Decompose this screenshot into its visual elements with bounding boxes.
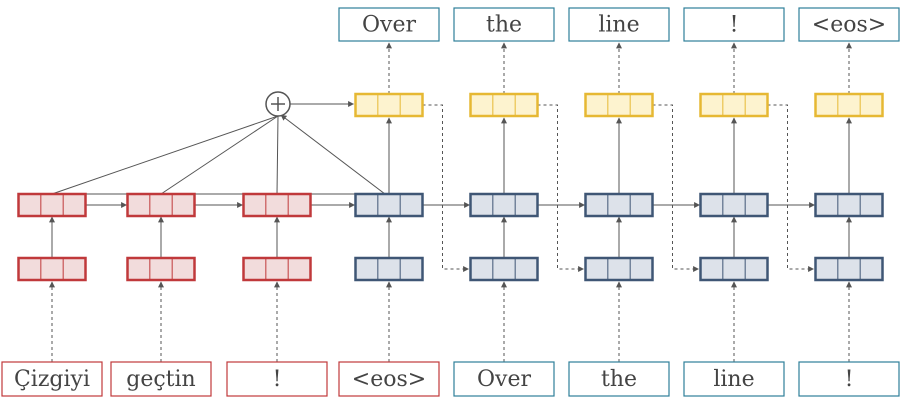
encoder-hidden-cell (126, 192, 196, 218)
attention-output-cell (699, 92, 769, 118)
output-word-box-text: <eos> (812, 13, 886, 38)
decoder-embedding-cell (699, 256, 769, 282)
source-word-box: Çizgiyi (1, 361, 103, 397)
encoder-hidden-cell (17, 192, 87, 218)
output-word-box-text: Over (362, 13, 416, 38)
target-input-word-box-text: line (713, 367, 754, 392)
source-word-box-text: geçtin (126, 367, 195, 392)
circled-plus-icon (265, 91, 291, 117)
output-word-box: the (453, 7, 555, 42)
decoder-hidden-cell (354, 192, 424, 218)
decoder-hidden-cell (469, 192, 539, 218)
target-input-word-box-text: Over (477, 367, 531, 392)
target-input-word-box: Over (453, 361, 555, 397)
source-word-box: geçtin (110, 361, 212, 397)
output-word-box: <eos> (798, 7, 900, 42)
source-word-box-text: <eos> (352, 367, 426, 392)
attention-output-cell (354, 92, 424, 118)
attention-output-cell (584, 92, 654, 118)
decoder-hidden-cell (814, 192, 884, 218)
source-word-box: ! (226, 361, 328, 397)
output-word-box: ! (683, 7, 785, 42)
output-word-box: Over (338, 7, 440, 42)
target-input-word-box: the (568, 361, 670, 397)
target-input-word-box: line (683, 361, 785, 397)
encoder-embedding-cell (126, 256, 196, 282)
attention-output-cell (469, 92, 539, 118)
encoder-embedding-cell (17, 256, 87, 282)
decoder-embedding-cell (584, 256, 654, 282)
output-word-box-text: ! (730, 13, 739, 38)
target-input-word-box-text: ! (845, 367, 854, 392)
output-word-box-text: the (486, 13, 522, 38)
decoder-hidden-cell (584, 192, 654, 218)
decoder-embedding-cell (354, 256, 424, 282)
source-word-box: <eos> (338, 361, 440, 397)
encoder-embedding-cell (242, 256, 312, 282)
source-word-box-text: ! (273, 367, 282, 392)
target-input-word-box: ! (798, 361, 900, 397)
decoder-embedding-cell (814, 256, 884, 282)
decoder-embedding-cell (469, 256, 539, 282)
decoder-hidden-cell (699, 192, 769, 218)
output-word-box-text: line (598, 13, 639, 38)
encoder-hidden-cell (242, 192, 312, 218)
attention-output-cell (814, 92, 884, 118)
source-word-box-text: Çizgiyi (14, 367, 90, 392)
target-input-word-box-text: the (601, 367, 637, 392)
output-word-box: line (568, 7, 670, 42)
